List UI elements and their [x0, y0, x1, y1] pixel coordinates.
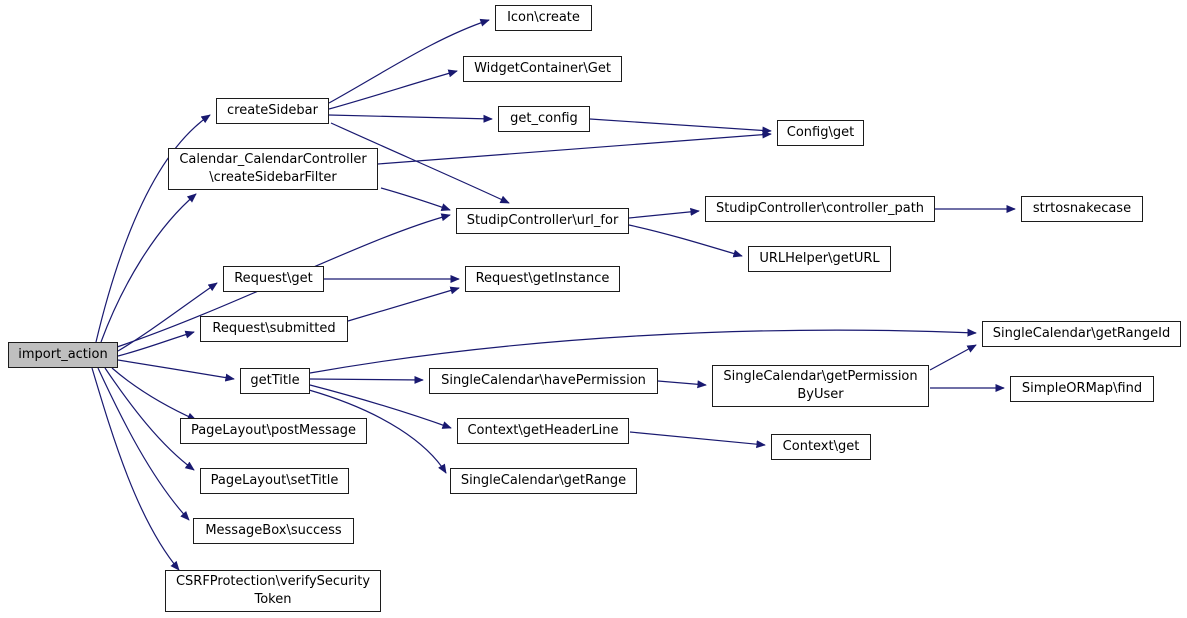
edge-context-get-header-line-to-context-get — [629, 431, 766, 449]
node-label: Context\getHeaderLine — [467, 422, 619, 438]
node-label: CSRFProtection\verifySecurity — [175, 573, 371, 589]
edge-create-sidebar-to-studip-controller-url-for — [330, 122, 510, 204]
node-single-calendar-get-range[interactable]: SingleCalendar\getRange — [450, 468, 637, 494]
edge-import-action-to-message-box-success — [97, 367, 190, 521]
node-import-action[interactable]: import_action — [8, 342, 118, 368]
node-label: Request\submitted — [212, 320, 336, 336]
node-request-submitted[interactable]: Request\submitted — [200, 316, 348, 342]
node-label: Request\getInstance — [475, 270, 610, 286]
node-label: URLHelper\getURL — [759, 250, 880, 266]
node-label: createSidebar — [227, 102, 318, 118]
node-simple-ormap-find[interactable]: SimpleORMap\find — [1010, 376, 1154, 402]
node-label: PageLayout\setTitle — [210, 472, 339, 488]
node-label: ByUser — [797, 387, 844, 402]
edge-calendar-controller-create-sidebar-filter-to-studip-controller-url-for — [380, 187, 451, 211]
node-label: \createSidebarFilter — [209, 170, 337, 185]
node-get-config[interactable]: get_config — [498, 106, 590, 132]
node-label: SingleCalendar\getRangeId — [992, 325, 1171, 341]
node-label: MessageBox\success — [205, 522, 342, 538]
node-get-title[interactable]: getTitle — [240, 368, 310, 394]
node-url-helper-get-url[interactable]: URLHelper\getURL — [748, 246, 891, 272]
edge-single-calendar-have-permission-to-single-calendar-get-permission-by-user — [657, 380, 707, 389]
edge-create-sidebar-to-icon-create — [328, 18, 490, 104]
node-label: SingleCalendar\getRange — [460, 472, 627, 488]
node-single-calendar-have-permission[interactable]: SingleCalendar\havePermission — [429, 368, 658, 394]
node-strtosnakecase[interactable]: strtosnakecase — [1021, 196, 1143, 222]
edge-get-config-to-config-get — [589, 118, 772, 135]
node-label: WidgetContainer\Get — [474, 60, 611, 76]
node-context-get-header-line[interactable]: Context\getHeaderLine — [457, 418, 629, 444]
node-label: get_config — [510, 110, 578, 126]
node-label: StudipController\url_for — [466, 212, 619, 228]
edge-studip-controller-url-for-to-studip-controller-controller-path — [628, 207, 700, 219]
edge-import-action-to-request-get — [117, 282, 218, 352]
edge-request-submitted-to-request-get-instance — [347, 286, 460, 322]
node-studip-controller-url-for[interactable]: StudipController\url_for — [456, 208, 629, 234]
node-request-get-instance[interactable]: Request\getInstance — [465, 266, 620, 292]
node-label: SimpleORMap\find — [1021, 380, 1143, 396]
node-label: Token — [254, 592, 292, 607]
node-label: import_action — [18, 346, 108, 362]
edge-single-calendar-get-permission-by-user-to-single-calendar-get-range-id — [929, 344, 977, 371]
edge-get-title-to-single-calendar-get-range — [308, 389, 447, 474]
node-label: Calendar_CalendarController — [179, 151, 367, 167]
edge-import-action-to-create-sidebar — [95, 114, 211, 343]
edge-import-action-to-request-submitted — [117, 330, 195, 357]
node-label: SingleCalendar\getPermission — [723, 368, 918, 384]
node-page-layout-post-message[interactable]: PageLayout\postMessage — [180, 418, 367, 444]
node-label: PageLayout\postMessage — [190, 422, 357, 438]
edge-import-action-to-get-title — [117, 359, 235, 382]
node-label: Config\get — [786, 124, 855, 140]
edge-create-sidebar-to-get-config — [328, 114, 493, 123]
node-calendar-controller-create-sidebar-filter[interactable]: Calendar_CalendarController \createSideba… — [168, 148, 378, 190]
edge-import-action-to-page-layout-set-title — [104, 367, 195, 471]
node-label: getTitle — [250, 372, 300, 388]
node-single-calendar-get-range-id[interactable]: SingleCalendar\getRangeId — [982, 321, 1181, 347]
edge-studip-controller-url-for-to-url-helper-get-url — [628, 224, 743, 258]
node-page-layout-set-title[interactable]: PageLayout\setTitle — [200, 468, 349, 494]
node-label: StudipController\controller_path — [715, 200, 925, 216]
edge-get-title-to-single-calendar-have-permission — [309, 375, 424, 384]
node-widget-container-get[interactable]: WidgetContainer\Get — [463, 56, 622, 82]
node-studip-controller-controller-path[interactable]: StudipController\controller_path — [705, 196, 935, 222]
edge-get-title-to-context-get-header-line — [309, 384, 452, 429]
node-label: strtosnakecase — [1032, 200, 1132, 216]
edge-import-action-to-page-layout-post-message — [111, 367, 197, 421]
node-request-get[interactable]: Request\get — [223, 266, 324, 292]
edge-calendar-controller-create-sidebar-filter-to-config-get — [377, 130, 772, 165]
node-config-get[interactable]: Config\get — [777, 120, 864, 146]
node-label: SingleCalendar\havePermission — [441, 372, 646, 388]
node-icon-create[interactable]: Icon\create — [495, 5, 592, 31]
edge-import-action-to-csrf-protection-verify-security-token — [91, 367, 180, 571]
edge-get-title-to-single-calendar-get-range-id — [309, 328, 977, 374]
node-label: Context\get — [782, 438, 860, 454]
edge-create-sidebar-to-widget-container-get — [328, 69, 458, 110]
node-create-sidebar[interactable]: createSidebar — [216, 98, 329, 124]
node-message-box-success[interactable]: MessageBox\success — [193, 518, 354, 544]
node-label: Icon\create — [507, 9, 580, 25]
node-label: Request\get — [234, 270, 313, 286]
edge-import-action-to-calendar-controller-create-sidebar-filter — [100, 193, 197, 343]
node-context-get[interactable]: Context\get — [771, 434, 871, 460]
